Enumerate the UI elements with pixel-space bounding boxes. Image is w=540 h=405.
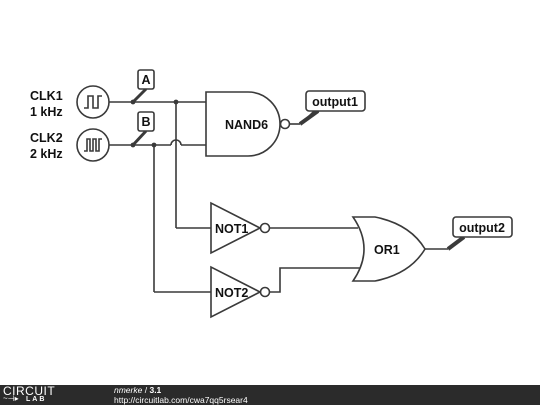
- not1-gate-label: NOT1: [215, 222, 248, 236]
- resistor-icon: ~⊣▸: [3, 394, 19, 403]
- output1-text: output1: [312, 95, 358, 109]
- author-name[interactable]: nmerke: [114, 385, 143, 395]
- path-separator: /: [144, 385, 148, 395]
- footer-meta: nmerke / 3.1: [114, 385, 161, 395]
- logo-wordmark-bottom: LAB: [26, 396, 47, 403]
- nand-gate[interactable]: NAND6: [205, 91, 291, 157]
- node-label-a[interactable]: A: [131, 69, 155, 104]
- wires: [109, 101, 448, 293]
- clk2-source[interactable]: [76, 128, 110, 162]
- not2-gate-label: NOT2: [215, 286, 248, 300]
- nand-gate-label: NAND6: [225, 118, 268, 132]
- not1-gate[interactable]: NOT1: [210, 201, 271, 255]
- circuit-url-link[interactable]: http://circuitlab.com/cwa7qq5rsear4: [114, 395, 248, 405]
- output1-label[interactable]: output1: [298, 90, 366, 126]
- or-gate-label: OR1: [374, 243, 400, 257]
- circuit-name[interactable]: 3.1: [149, 385, 162, 395]
- clk1-source[interactable]: [76, 85, 110, 119]
- clk2-name-label: CLK2: [30, 131, 63, 145]
- output2-text: output2: [459, 221, 505, 235]
- node-label-a-text: A: [141, 73, 150, 87]
- output2-label[interactable]: output2: [446, 216, 513, 251]
- schematic: CLK1 1 kHz CLK2 2 kHz A B NAND6 output1 …: [30, 69, 513, 319]
- node-label-b[interactable]: B: [131, 111, 155, 147]
- footer-bar: CIRCUIT ~⊣▸ LAB nmerke / 3.1 http://circ…: [0, 385, 540, 405]
- or-gate[interactable]: OR1: [351, 216, 426, 282]
- clk2-freq-label: 2 kHz: [30, 147, 63, 161]
- logo-wordmark-top: CIRCUIT: [3, 384, 56, 398]
- clk1-freq-label: 1 kHz: [30, 105, 63, 119]
- node-label-b-text: B: [141, 115, 150, 129]
- clk1-name-label: CLK1: [30, 89, 63, 103]
- not2-gate[interactable]: NOT2: [210, 265, 271, 319]
